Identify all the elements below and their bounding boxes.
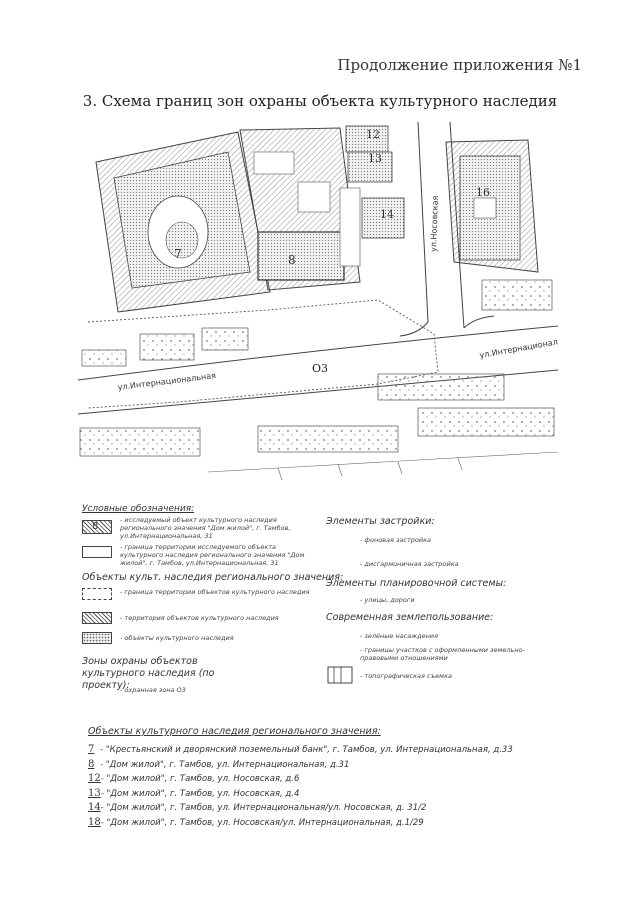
objects-heading: Объекты культурного наследия регионально…: [88, 726, 381, 737]
legend-land-heading: Современная землепользование:: [326, 612, 494, 623]
list-item: 12- "Дом жилой", г. Тамбов, ул. Носовска…: [88, 773, 300, 784]
legend-plan-heading: Элементы планировочной системы:: [326, 578, 507, 589]
legend-item-topography: - топографическая съемка: [360, 672, 452, 680]
topography-lines: [207, 451, 558, 481]
legend-item-background-buildings: - фоновая застройка: [360, 536, 431, 544]
building-label-8: 8: [288, 253, 296, 267]
block-buildings-12-14: [339, 125, 405, 267]
legend-left-column: Условные обозначения:: [82, 504, 322, 514]
legend-swatch-studied-object: [82, 520, 112, 534]
legend-item-zone-o3: - охранная зона О3: [120, 686, 186, 694]
document-title: 3. Схема границ зон охраны объекта культ…: [82, 92, 558, 110]
list-item: 7- "Крестьянский и дворянский поземельны…: [88, 744, 513, 755]
legend-item-regional-boundary: - граница территории объектов культурног…: [120, 588, 310, 596]
building-label-12: 12: [366, 128, 380, 141]
legend-zones-heading: Зоны охраны объектов культурного наследи…: [82, 656, 215, 691]
legend-swatch-regional-objects: [82, 632, 112, 644]
building-label-13: 13: [368, 152, 382, 165]
legend-swatch-territory-boundary: [82, 546, 112, 558]
green-areas: [79, 279, 555, 457]
list-item: 8- "Дом жилой", г. Тамбов, ул. Интернаци…: [88, 758, 350, 770]
continuation-note: Продолжение приложения №1: [337, 56, 582, 74]
legend-item-streets: - улицы, дороги: [360, 596, 415, 604]
legend-item-regional-objects: - объекты культурного наследия: [120, 634, 234, 642]
block-building-8: [239, 127, 361, 291]
legend-item-green-areas: - зелёные насаждения: [360, 632, 438, 640]
street-label-nosovskaya: ул.Носовская: [429, 195, 440, 252]
list-item: 18- "Дом жилой", г. Тамбов, ул. Носовска…: [88, 816, 424, 828]
legend-swatch-number: 8: [92, 521, 99, 532]
topography-symbol-icon: [327, 666, 353, 684]
legend-item-regional-territory: - территория объектов культурного наслед…: [120, 614, 279, 622]
block-building-16: [445, 139, 539, 273]
list-item: 13- "Дом жилой", г. Тамбов, ул. Носовска…: [88, 787, 300, 799]
legend-swatch-regional-boundary: [82, 588, 112, 600]
legend-item-territory-boundary: - граница территории исследуемого объект…: [120, 543, 305, 567]
legend-regional-heading: Объекты культ. наследия регионального зн…: [82, 572, 344, 583]
legend-swatch-regional-territory: [82, 612, 112, 624]
building-label-7: 7: [174, 247, 182, 261]
legend-heading: Условные обозначения:: [82, 504, 195, 514]
site-plan-map: 7 8 12 13 14 16: [78, 122, 558, 482]
block-building-7: [95, 131, 271, 313]
building-label-16: 16: [476, 186, 490, 199]
legend-build-heading: Элементы застройки:: [326, 516, 435, 527]
zone-label-o3: О3: [312, 362, 328, 375]
legend-item-plot-boundaries: - границы участков с оформленными земель…: [360, 646, 525, 662]
building-label-14: 14: [380, 208, 394, 221]
legend-item-disharmonious-buildings: - дисгармоничная застройка: [360, 560, 459, 568]
list-item: 14- "Дом жилой", г. Тамбов, ул. Интернац…: [88, 802, 427, 813]
legend-item-studied-object: - исследуемый объект культурного наследи…: [120, 516, 291, 540]
heritage-objects-list: Объекты культурного наследия регионально…: [88, 726, 568, 830]
